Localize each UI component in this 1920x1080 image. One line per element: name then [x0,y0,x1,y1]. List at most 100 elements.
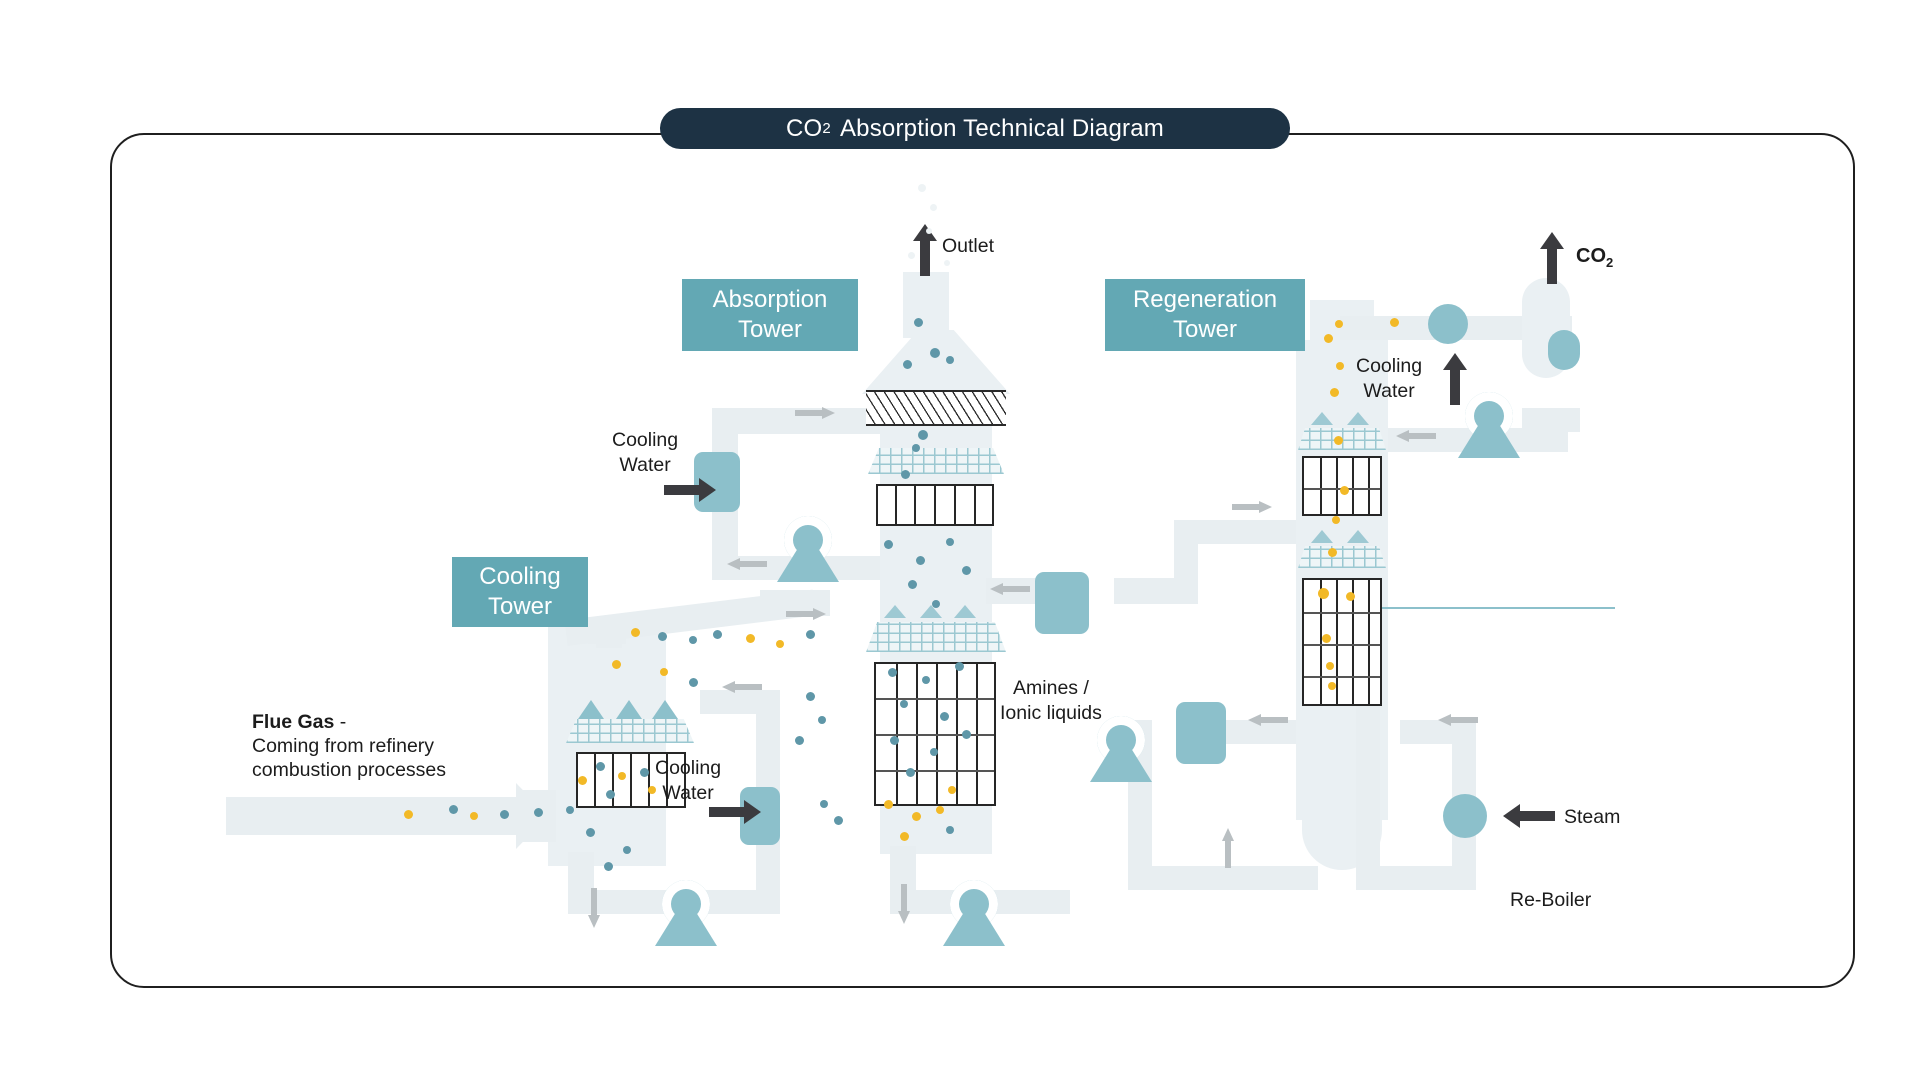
particle [908,252,915,259]
particle [746,634,755,643]
particle [946,538,954,546]
flue-gas-dash: - [334,711,347,733]
amines-line2: Ionic liquids [1000,702,1102,724]
flow-arrow-lean-amine [1248,714,1288,726]
outlet-arrow [913,224,937,276]
absorber-pump [777,516,839,582]
co2-arrow [1540,232,1564,284]
particle [944,260,950,266]
flow-arrow-ct-top [786,608,826,620]
flow-arrow-reboiler-return [1438,714,1478,726]
particle [806,692,815,701]
particle [534,808,543,817]
cooling-tower-pump [655,880,717,946]
particle [1390,318,1399,327]
particle [648,786,656,794]
particle [926,228,932,234]
cooling-tower-cap-2 [616,700,642,719]
particle [689,678,698,687]
particle [948,786,956,794]
ct-recycle-top [700,690,780,714]
particle [884,800,893,809]
tag-absorption-line2: Tower [737,316,803,343]
tag-cooling-line2: Tower [487,593,553,620]
absorption-tower-bed-lower [874,662,996,806]
particle [1336,362,1344,370]
particle [1318,588,1329,599]
particle [906,768,915,777]
particle [1324,334,1333,343]
absorption-tower-distributor-upper [868,448,1004,474]
flue-gas-line3: combustion processes [252,759,447,781]
particle [930,748,938,756]
particle [936,806,944,814]
flow-arrow-rich-amine [990,583,1030,595]
particle [922,676,930,684]
particle [618,772,626,780]
absorption-cap-3 [954,605,976,618]
particle [1335,320,1343,328]
particle [900,832,909,841]
steam-arrow [1503,804,1555,828]
flow-arrow-abs-down [898,884,910,924]
amines-line1: Amines / [1013,677,1089,699]
absorber-bottom-pump [943,880,1005,946]
flue-gas-inlet-pipe [226,797,516,835]
particle [1332,516,1340,524]
particle [586,828,595,837]
particle [1328,682,1336,690]
particle [955,662,964,671]
flue-gas-title: Flue Gas [252,711,335,733]
cooling-water-arrow-absorber [664,478,716,502]
cooling-water-arrow-cooling-tower [709,800,761,824]
rich-amine-top [1174,520,1302,544]
cw-abs-line2: Water [619,454,671,476]
label-cooling-water-regenerator: Cooling Water [1356,354,1422,404]
particle [404,810,413,819]
cooling-tower-cap-1 [578,700,604,719]
particle [916,556,925,565]
condenser-bulb [1548,330,1580,370]
absorption-tower-neck [903,272,949,338]
particle [1346,592,1355,601]
lean-amine-exchanger [1176,702,1226,764]
cw-abs-line1: Cooling [612,429,679,451]
particle [449,805,458,814]
label-amines: Amines / Ionic liquids [1000,676,1102,726]
tag-regeneration-line2: Tower [1172,316,1238,343]
particle [606,790,615,799]
particle [631,628,640,637]
regen-feed-hairline [1370,607,1615,609]
absorption-cap-1 [884,605,906,618]
particle [795,736,804,745]
particle [962,730,971,739]
particle [500,810,509,819]
particle [578,776,587,785]
particle [776,640,784,648]
particle [820,800,828,808]
particle [930,204,937,211]
particle [918,430,928,440]
particle [901,470,910,479]
particle [596,762,605,771]
reboiler-drum [1443,794,1487,838]
flow-arrow-abs-top [795,407,835,419]
regen-bed-lower [1302,578,1382,706]
regen-cap-lower-2 [1347,530,1369,543]
title-text: Absorption Technical Diagram [839,114,1164,142]
particle [912,444,920,452]
particle [914,318,923,327]
label-co2-sub: 2 [1606,255,1614,270]
cw-ct-line1: Cooling [655,757,722,779]
particle [1328,548,1337,557]
regen-cooling-pump [1458,392,1520,458]
flow-arrow-regen-riser [1222,828,1234,868]
particle [470,812,478,820]
tag-absorption-tower: Absorption Tower [682,279,858,351]
particle [604,862,613,871]
cooling-tower-packed-bed [576,752,686,808]
label-flue-gas: Flue Gas - Coming from refinery combusti… [252,710,446,782]
label-co2: CO2 [1576,244,1613,275]
